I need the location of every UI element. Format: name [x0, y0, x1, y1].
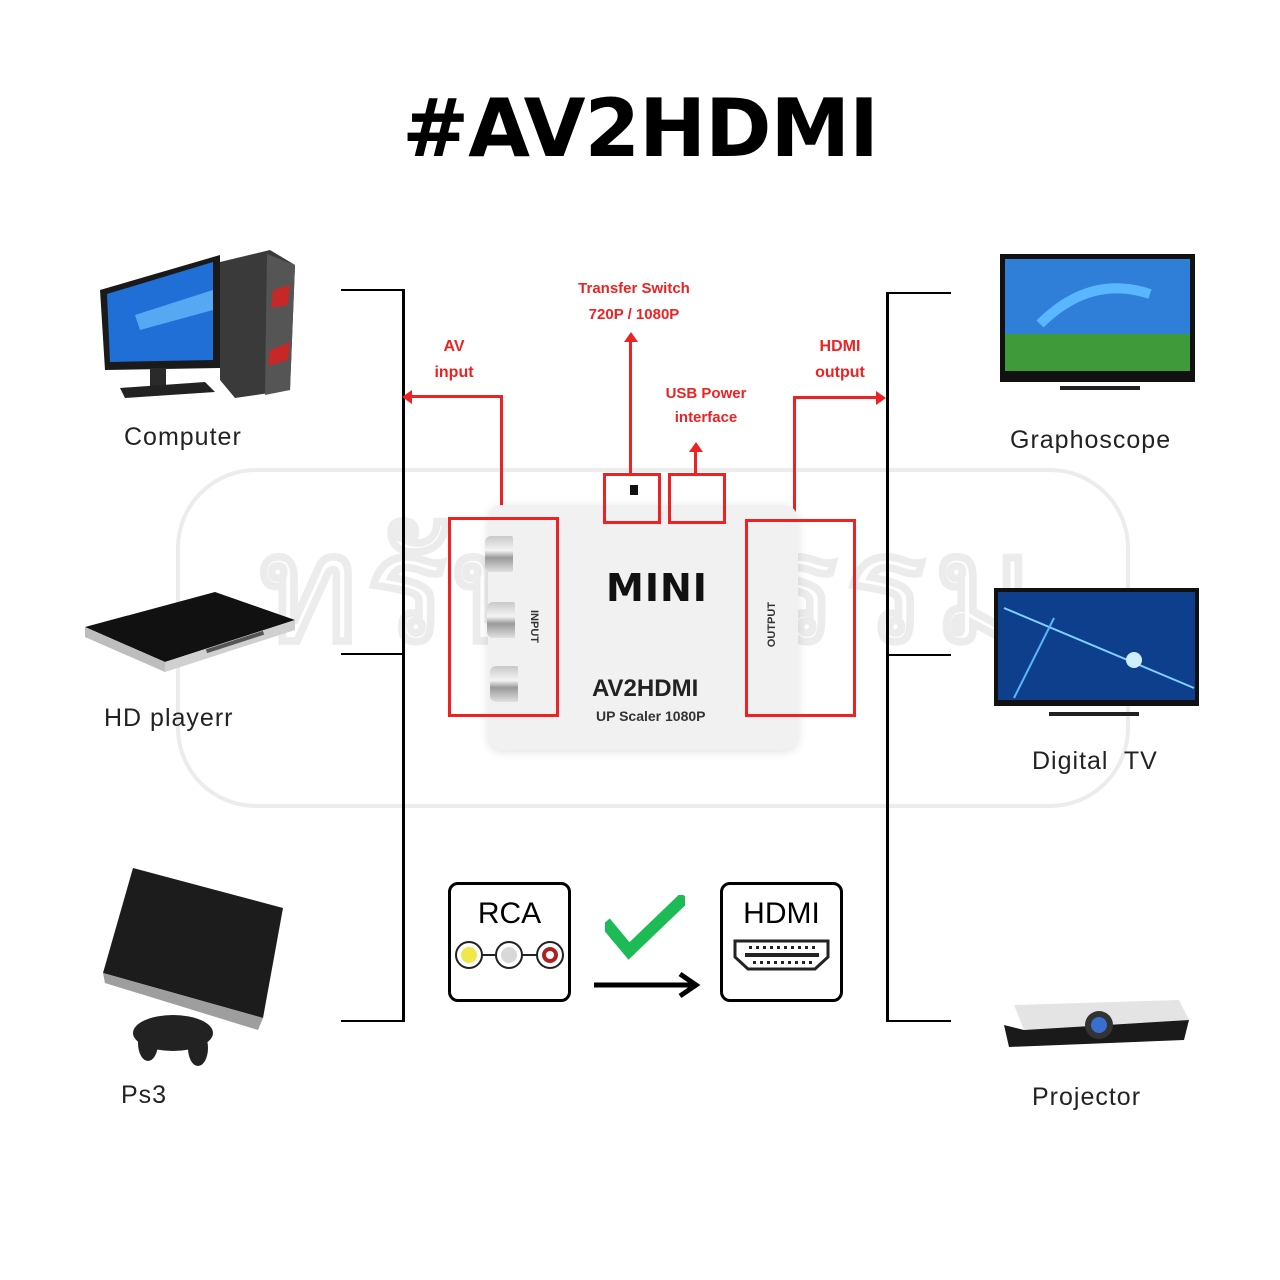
switch-knob-icon	[630, 485, 638, 495]
av-input-arrowhead-icon	[402, 390, 412, 404]
usb-port-highlight	[668, 473, 726, 524]
usb-power-line	[694, 450, 697, 475]
callout-av-input: AV input	[434, 338, 474, 381]
adapter-input-side-label: INPUT	[528, 610, 540, 643]
projector-icon	[1004, 1000, 1189, 1047]
input-device-computer	[95, 250, 305, 400]
callout-hdmi-output: HDMI output	[815, 338, 865, 381]
adapter-subtitle: UP Scaler 1080P	[596, 708, 706, 724]
page-title: #AV2HDMI	[402, 82, 879, 175]
input-ports-highlight	[448, 517, 559, 717]
conversion-arrow-icon	[592, 970, 702, 1005]
computer-icon	[100, 250, 295, 398]
left-bracket-bottom	[341, 1020, 405, 1022]
rca-jack-3	[490, 666, 518, 702]
output-port-highlight	[745, 519, 856, 717]
hdmi-card-title: HDMI	[743, 897, 820, 930]
digital-tv-icon	[994, 588, 1199, 716]
rca-jack-1	[485, 536, 513, 572]
input-device-hd-player	[85, 592, 295, 672]
left-bracket-top	[341, 289, 405, 291]
ps3-console-icon	[103, 868, 283, 1066]
adapter-brand: MINI	[606, 566, 708, 610]
callout-usb-power: USB Power interface	[665, 385, 747, 426]
transfer-switch-highlight	[603, 473, 661, 524]
output-device-graphoscope	[1000, 254, 1195, 404]
rca-card-title: RCA	[477, 897, 542, 930]
hdmi-output-arrowhead-icon	[876, 391, 886, 405]
left-bracket-mid	[341, 653, 405, 655]
hdmi-output-line-v	[793, 396, 796, 521]
output-label-digital-tv: Digital TV	[1032, 747, 1158, 775]
output-device-projector	[1004, 995, 1189, 1055]
rca-card: RCA	[448, 882, 571, 1002]
hdmi-card: HDMI	[720, 882, 843, 1002]
adapter-model: AV2HDMI	[592, 675, 699, 702]
transfer-switch-line	[629, 340, 632, 475]
transfer-switch-arrowhead-icon	[624, 332, 638, 342]
output-device-digital-tv	[994, 588, 1199, 720]
rca-connectors-icon	[455, 941, 564, 969]
usb-power-arrowhead-icon	[689, 442, 703, 452]
left-bracket-vertical	[402, 289, 405, 1022]
input-device-ps3	[103, 868, 283, 1068]
check-icon	[600, 892, 690, 965]
rca-jack-2	[487, 602, 515, 638]
hdmi-port-icon	[733, 939, 830, 971]
right-bracket-vertical	[886, 292, 889, 1022]
input-label-ps3: Ps3	[121, 1081, 168, 1109]
output-label-projector: Projector	[1032, 1083, 1142, 1111]
av-input-line-h	[410, 395, 503, 398]
hdmi-output-line-h	[793, 396, 878, 399]
av-input-line-v	[500, 395, 503, 520]
input-label-computer: Computer	[124, 423, 242, 451]
hd-player-icon	[85, 592, 295, 672]
callout-transfer-switch: Transfer Switch 720P / 1080P	[578, 280, 690, 323]
tv-icon	[1000, 254, 1195, 390]
right-bracket-top	[886, 292, 951, 294]
right-bracket-bottom	[886, 1020, 951, 1022]
output-label-graphoscope: Graphoscope	[1010, 426, 1172, 454]
right-bracket-mid	[886, 654, 951, 656]
input-label-hd-player: HD playerr	[104, 704, 234, 732]
